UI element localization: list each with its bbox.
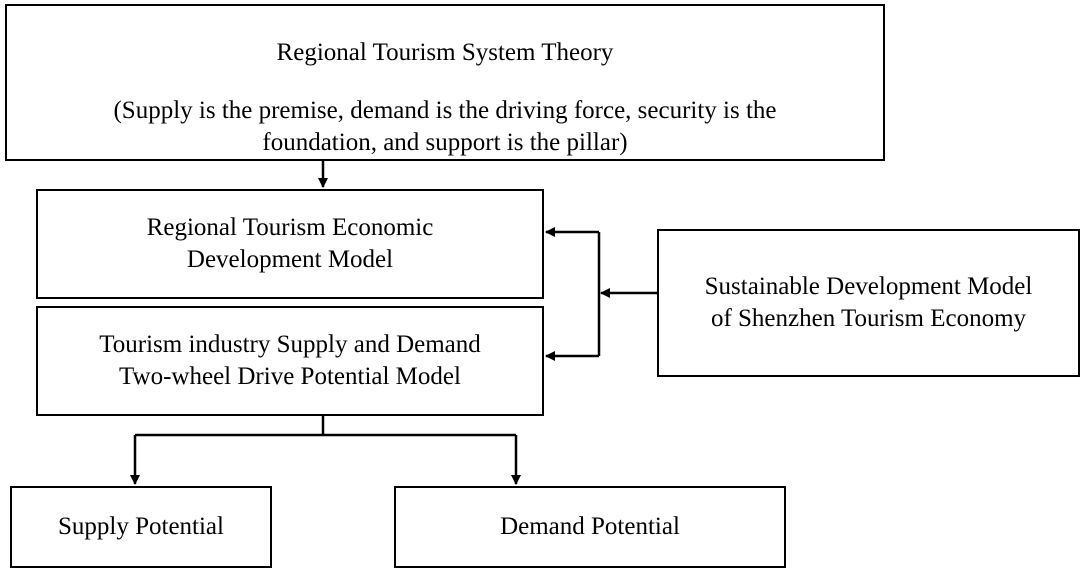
two-wheel-drive-model-box: Tourism industry Supply and Demand Two-w… — [36, 306, 544, 416]
theory-subtitle-line-2: foundation, and support is the pillar) — [262, 129, 628, 156]
supply-potential-label: Supply Potential — [58, 513, 224, 540]
shenzhen-model-line-1: Sustainable Development Model — [704, 273, 1033, 300]
economic-development-model-box: Regional Tourism Economic Development Mo… — [36, 189, 544, 299]
theory-box: Regional Tourism System Theory (Supply i… — [5, 4, 885, 161]
theory-title: Regional Tourism System Theory — [276, 39, 614, 66]
theory-subtitle-line-1: (Supply is the premise, demand is the dr… — [113, 97, 777, 124]
drive-model-line-2: Two-wheel Drive Potential Model — [119, 363, 461, 390]
supply-potential-box: Supply Potential — [10, 486, 272, 568]
shenzhen-sustainable-model-box: Sustainable Development Model of Shenzhe… — [657, 229, 1080, 377]
demand-potential-label: Demand Potential — [500, 513, 680, 540]
demand-potential-box: Demand Potential — [394, 486, 786, 568]
economic-model-line-2: Development Model — [186, 246, 394, 273]
drive-model-line-1: Tourism industry Supply and Demand — [99, 331, 481, 358]
economic-model-line-1: Regional Tourism Economic — [146, 214, 434, 241]
shenzhen-model-line-2: of Shenzhen Tourism Economy — [710, 305, 1027, 332]
